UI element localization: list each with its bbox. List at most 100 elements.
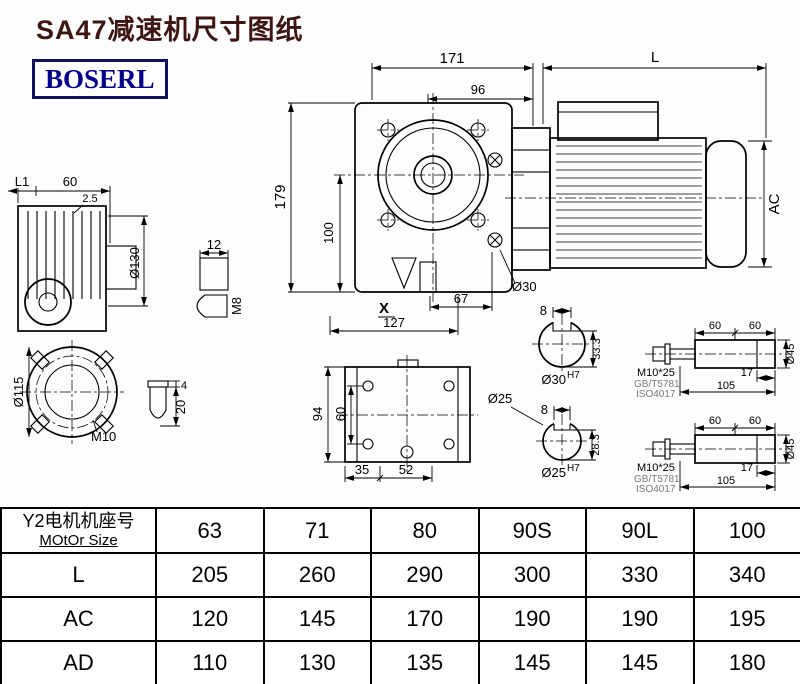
label-d25: Ø25 [488, 391, 513, 406]
dim-d130: Ø130 [127, 247, 142, 279]
nipple-view: 4 20 [147, 380, 188, 427]
dim-94: 94 [310, 407, 325, 421]
value-cell: 205 [155, 552, 265, 598]
dim-d45: Ø45 [785, 439, 797, 460]
value-cell: 260 [262, 552, 372, 598]
table-row-l: L 205 260 290 300 330 340 [0, 552, 800, 598]
value-cell: 170 [370, 596, 480, 642]
label-d30h7-sup: H7 [567, 370, 580, 381]
dim-60-b: 60 [749, 320, 761, 332]
drain-plug [391, 257, 417, 290]
motor-size-table: Y2电机机座号 MOtOr Size 63 71 80 90S 90L 100 … [0, 507, 800, 684]
plug-bullet [196, 294, 228, 318]
size-cell: 90L [585, 507, 695, 554]
dim-60-a: 60 [709, 415, 721, 427]
motor-size-header-cell: Y2电机机座号 MOtOr Size [0, 507, 157, 554]
dim-171: 171 [439, 50, 464, 67]
dim-28-3: 28.3 [590, 434, 602, 455]
motor-view: L AC [505, 49, 783, 271]
dim-127: 127 [383, 315, 405, 330]
shaft-end-top: 60 60 17 105 Ø45 M10*25 GB/T5781 ISO4017 [634, 320, 797, 400]
label-x: X [379, 300, 389, 317]
value-cell: 120 [155, 596, 265, 642]
front-body [354, 102, 513, 293]
value-cell: 190 [585, 596, 695, 642]
dim-179: 179 [272, 184, 289, 209]
dim-100: 100 [321, 222, 336, 244]
dim-8-s25: 8 [541, 402, 548, 417]
dim-35: 35 [355, 462, 369, 477]
dim-33-3: 33.3 [591, 338, 603, 359]
table-row-ad: AD 110 130 135 145 145 180 [0, 640, 800, 684]
value-cell: 135 [370, 640, 480, 684]
size-cell: 90S [477, 507, 587, 554]
size-cell: 100 [692, 507, 800, 554]
value-cell: 110 [155, 640, 265, 684]
label-d30: Ø30 [512, 279, 537, 294]
dim-2-5: 2.5 [82, 193, 97, 205]
nipple-cap [147, 380, 169, 388]
nipple-body [149, 386, 167, 419]
label-std-gb: GB/T5781 [634, 474, 680, 485]
motor-size-label-en: MOtOr Size [39, 532, 118, 549]
size-cell: 63 [155, 507, 265, 554]
dim-52: 52 [399, 462, 413, 477]
key-block [199, 257, 229, 291]
dim-12: 12 [207, 237, 221, 252]
value-cell: 130 [262, 640, 372, 684]
label-bolt-spec: M10*25 [637, 367, 675, 379]
label-d30h7: Ø30 [541, 372, 566, 387]
label-m8: M8 [229, 297, 244, 315]
dim-20: 20 [173, 400, 188, 414]
fan-cowl [705, 140, 747, 268]
key-view: 12 M8 [196, 237, 244, 318]
value-cell: 290 [370, 552, 480, 598]
shaft-end-bottom: 60 60 17 105 Ø45 M10*25 GB/T5781 ISO4017 [634, 415, 797, 495]
brand-logo: BOSERL [32, 59, 168, 99]
dim-4: 4 [181, 380, 187, 392]
value-cell: 145 [585, 640, 695, 684]
value-cell: 330 [585, 552, 695, 598]
label-d25h7: Ø25 [541, 465, 566, 480]
motor-body [549, 137, 707, 269]
label-bolt-spec: M10*25 [637, 462, 675, 474]
front-view: 171 96 179 100 67 127 X Ø30 [272, 50, 537, 335]
label-m10: M10 [91, 429, 116, 444]
value-cell: 190 [477, 596, 587, 642]
table-row-ac: AC 120 145 170 190 190 195 [0, 596, 800, 642]
value-cell: 300 [477, 552, 587, 598]
dim-8-s30: 8 [540, 303, 547, 318]
motor-size-label-cn: Y2电机机座号 [22, 511, 135, 531]
value-cell: 145 [262, 596, 372, 642]
dim-96: 96 [471, 82, 485, 97]
side-shaft-circle [24, 278, 72, 326]
dim-l: L [651, 49, 659, 66]
value-cell: 180 [692, 640, 800, 684]
bottom-view: 94 60 35 52 [310, 355, 478, 482]
label-d25h7-sup: H7 [567, 463, 580, 474]
dim-105: 105 [717, 475, 735, 487]
terminal-box [557, 101, 659, 141]
flange-view: Ø115 M10 [11, 340, 124, 444]
value-cell: 145 [477, 640, 587, 684]
dim-17: 17 [741, 462, 753, 474]
row-label-ad: AD [0, 640, 157, 684]
label-std-iso: ISO4017 [636, 389, 676, 400]
dim-ac: AC [766, 193, 783, 214]
row-label-ac: AC [0, 596, 157, 642]
section-view-25: Ø25 8 28.3 Ø25 H7 [488, 391, 602, 480]
motor-adapter [511, 127, 551, 271]
dim-17: 17 [741, 367, 753, 379]
dim-d45: Ø45 [785, 344, 797, 365]
dim-60-bottom: 60 [333, 407, 348, 421]
dim-d115: Ø115 [11, 377, 26, 408]
dim-60-b: 60 [749, 415, 761, 427]
label-std-gb: GB/T5781 [634, 379, 680, 390]
label-std-iso: ISO4017 [636, 484, 676, 495]
technical-drawing: L1 60 2.5 Ø130 12 M8 [8, 49, 797, 495]
dim-l1: L1 [15, 174, 29, 189]
side-input-stub [105, 245, 137, 290]
dim-60-side: 60 [63, 174, 77, 189]
section-view-30: 8 33.3 Ø30 H7 [532, 303, 603, 387]
